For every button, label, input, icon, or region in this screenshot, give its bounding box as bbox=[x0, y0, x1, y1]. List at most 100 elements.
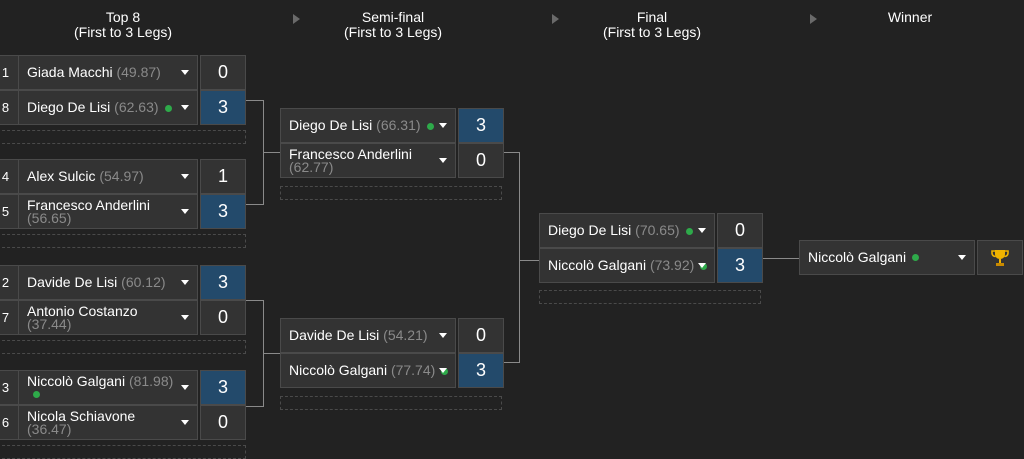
bracket-connector-line bbox=[246, 406, 264, 407]
seed-number: 7 bbox=[0, 301, 19, 334]
trophy-box bbox=[977, 240, 1023, 275]
bracket-connector-line bbox=[246, 204, 264, 205]
player-dropdown-icon[interactable] bbox=[437, 354, 449, 387]
player-name-text: Diego De Lisi (66.31) bbox=[289, 117, 434, 133]
match-placeholder bbox=[0, 130, 246, 144]
player-row[interactable]: Francesco Anderlini (62.77) bbox=[280, 143, 456, 178]
round-header-winner: Winner bbox=[810, 10, 1010, 25]
player-row[interactable]: Diego De Lisi (70.65) bbox=[539, 213, 715, 248]
player-name: Francesco Anderlini (56.65) bbox=[27, 195, 177, 228]
score-box: 3 bbox=[717, 248, 763, 283]
player-name-text: Diego De Lisi (62.63) bbox=[27, 99, 172, 115]
player-name: Davide De Lisi (60.12) bbox=[27, 266, 177, 299]
player-dropdown-icon[interactable] bbox=[437, 109, 449, 142]
score-box: 0 bbox=[458, 318, 504, 353]
player-name: Davide De Lisi (54.21) bbox=[289, 319, 449, 352]
match-placeholder bbox=[0, 340, 246, 354]
player-average: (54.21) bbox=[383, 327, 428, 343]
player-dropdown-icon[interactable] bbox=[179, 160, 191, 193]
bracket-connector-line bbox=[504, 362, 520, 363]
player-name-text: Giada Macchi (49.87) bbox=[27, 64, 161, 80]
player-name-label: Diego De Lisi bbox=[27, 99, 115, 115]
score-box: 3 bbox=[200, 90, 246, 125]
round-title: Winner bbox=[887, 9, 933, 25]
player-average: (70.65) bbox=[635, 222, 680, 238]
winner-dropdown-icon[interactable] bbox=[956, 241, 968, 274]
player-name-text: Alex Sulcic (54.97) bbox=[27, 168, 144, 184]
match-placeholder bbox=[0, 234, 246, 248]
player-name: Antonio Costanzo (37.44) bbox=[27, 301, 177, 334]
bracket-connector-line bbox=[263, 100, 264, 204]
winner-name: Niccolò Galgani bbox=[808, 241, 958, 274]
player-row[interactable]: Davide De Lisi (54.21) bbox=[280, 318, 456, 353]
seed-number: 5 bbox=[0, 195, 19, 228]
match-placeholder bbox=[280, 396, 502, 410]
score-box: 0 bbox=[717, 213, 763, 248]
player-average: (60.12) bbox=[121, 274, 166, 290]
player-name-label: Nicola Schiavone bbox=[27, 407, 136, 424]
seed-number: 6 bbox=[0, 406, 19, 439]
player-average: (54.97) bbox=[99, 168, 144, 184]
player-name: Niccolò Galgani (77.74) bbox=[289, 354, 449, 387]
player-name-text: Francesco Anderlini (62.77) bbox=[289, 145, 449, 175]
score-box: 1 bbox=[200, 159, 246, 194]
player-row[interactable]: Diego De Lisi (66.31) bbox=[280, 108, 456, 143]
round-arrow-icon bbox=[552, 14, 559, 24]
player-name-label: Diego De Lisi bbox=[548, 222, 636, 238]
player-average: (56.65) bbox=[27, 209, 72, 226]
player-dropdown-icon[interactable] bbox=[696, 249, 708, 282]
seed-number: 8 bbox=[0, 91, 19, 124]
player-average: (37.44) bbox=[27, 315, 72, 332]
seed-number: 2 bbox=[0, 266, 19, 299]
player-name-text: Davide De Lisi (60.12) bbox=[27, 274, 166, 290]
player-name: Francesco Anderlini (62.77) bbox=[289, 144, 449, 177]
player-dropdown-icon[interactable] bbox=[437, 319, 449, 352]
player-name-label: Davide De Lisi bbox=[27, 274, 122, 290]
player-name-label: Giada Macchi bbox=[27, 64, 117, 80]
player-average: (62.77) bbox=[289, 158, 334, 175]
round-title: Top 8 bbox=[105, 9, 141, 25]
score-box: 0 bbox=[458, 143, 504, 178]
player-row[interactable]: 4 Alex Sulcic (54.97) bbox=[0, 159, 198, 194]
player-name-label: Francesco Anderlini bbox=[289, 145, 412, 162]
winner-name-label: Niccolò Galgani bbox=[808, 249, 907, 265]
player-dropdown-icon[interactable] bbox=[179, 301, 191, 334]
winner-row[interactable]: Niccolò Galgani bbox=[799, 240, 975, 275]
player-name-label: Niccolò Galgani bbox=[289, 362, 391, 378]
player-dropdown-icon[interactable] bbox=[179, 56, 191, 89]
player-row[interactable]: 2 Davide De Lisi (60.12) bbox=[0, 265, 198, 300]
player-average: (62.63) bbox=[114, 99, 159, 115]
player-name: Diego De Lisi (66.31) bbox=[289, 109, 449, 142]
score-box: 0 bbox=[200, 300, 246, 335]
player-name-label: Francesco Anderlini bbox=[27, 196, 150, 213]
player-row[interactable]: Niccolò Galgani (77.74) bbox=[280, 353, 456, 388]
seed-number: 4 bbox=[0, 160, 19, 193]
seed-number: 3 bbox=[0, 371, 19, 404]
player-row[interactable]: 8 Diego De Lisi (62.63) bbox=[0, 90, 198, 125]
player-dropdown-icon[interactable] bbox=[179, 371, 191, 404]
player-name-text: Niccolò Galgani (77.74) bbox=[289, 362, 449, 378]
player-average: (49.87) bbox=[116, 64, 161, 80]
player-name-label: Niccolò Galgani bbox=[27, 372, 129, 389]
player-name-text: Davide De Lisi (54.21) bbox=[289, 327, 428, 343]
score-box: 0 bbox=[200, 405, 246, 440]
player-name-text: Niccolò Galgani (81.98) bbox=[27, 372, 177, 401]
player-name: Giada Macchi (49.87) bbox=[27, 56, 177, 89]
player-row[interactable]: 3 Niccolò Galgani (81.98) bbox=[0, 370, 198, 405]
player-dropdown-icon[interactable] bbox=[696, 214, 708, 247]
player-dropdown-icon[interactable] bbox=[179, 91, 191, 124]
player-dropdown-icon[interactable] bbox=[437, 144, 449, 177]
player-name-label: Diego De Lisi bbox=[289, 117, 377, 133]
match-placeholder bbox=[280, 186, 502, 200]
player-dropdown-icon[interactable] bbox=[179, 406, 191, 439]
bracket-connector-line bbox=[504, 152, 520, 153]
player-row[interactable]: Niccolò Galgani (73.92) bbox=[539, 248, 715, 283]
player-dropdown-icon[interactable] bbox=[179, 266, 191, 299]
match-placeholder bbox=[539, 290, 761, 304]
player-dropdown-icon[interactable] bbox=[179, 195, 191, 228]
online-status-icon bbox=[164, 104, 172, 112]
